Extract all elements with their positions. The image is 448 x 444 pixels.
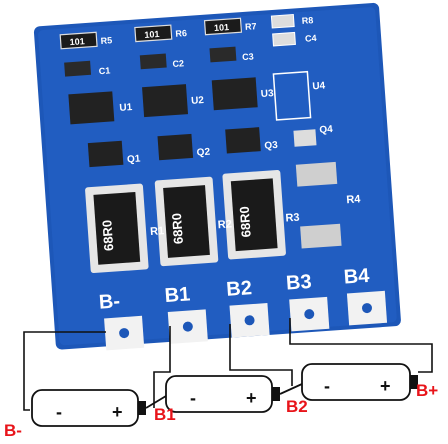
cell-neg-sign: - xyxy=(190,388,196,408)
shunt-resistor-1: 68R0 xyxy=(85,183,149,274)
label-r8: R8 xyxy=(301,15,313,26)
shunt-resistor-4-pads xyxy=(295,161,342,249)
ic-chips xyxy=(68,70,312,125)
label-b-plus: B+ xyxy=(416,381,438,400)
pad-label-b2: B2 xyxy=(226,277,253,301)
label-u4: U4 xyxy=(312,80,326,92)
pad-label-b4: B4 xyxy=(343,265,371,289)
label-c4: C4 xyxy=(305,33,317,44)
battery-cell-1: - + xyxy=(31,389,146,427)
smd-marking: 101 xyxy=(214,22,230,33)
cell-neg-sign: - xyxy=(56,402,62,422)
label-u3: U3 xyxy=(260,88,274,100)
label-q1: Q1 xyxy=(127,154,142,166)
label-r3: R3 xyxy=(285,212,300,225)
pcb-board: 101 101 101 R5 R6 R7 R8 C1 C2 C3 C4 U1 xyxy=(33,2,401,351)
pad-label-b3: B3 xyxy=(285,271,312,295)
shunt-resistor-2: 68R0 xyxy=(154,176,219,267)
shunt-resistor-3: 68R0 xyxy=(222,170,286,260)
label-c1: C1 xyxy=(98,65,110,76)
battery-cell-3: - + xyxy=(301,363,418,401)
label-c3: C3 xyxy=(242,51,254,62)
capacitors xyxy=(64,46,237,77)
solder-pads xyxy=(104,290,388,351)
cell-pos-sign: + xyxy=(246,388,257,408)
cell-interconnects xyxy=(145,383,303,409)
cell-pos-sign: + xyxy=(112,402,123,422)
label-q3: Q3 xyxy=(264,140,279,152)
resistor-marking: 68R0 xyxy=(237,206,254,238)
label-b1: B1 xyxy=(154,405,176,424)
pad-label-b1: B1 xyxy=(164,283,191,307)
label-u1: U1 xyxy=(119,102,133,114)
cell-pos-sign: + xyxy=(380,376,391,396)
label-b2: B2 xyxy=(286,397,308,416)
label-r6: R6 xyxy=(175,28,187,39)
label-r7: R7 xyxy=(245,21,257,32)
smd-marking: 101 xyxy=(144,29,160,40)
label-r5: R5 xyxy=(100,35,112,46)
top-smd-resistors: 101 101 101 xyxy=(59,13,296,50)
transistors xyxy=(87,127,317,168)
label-r4: R4 xyxy=(346,193,362,206)
wiring xyxy=(23,318,433,411)
cell-neg-sign: - xyxy=(324,376,330,396)
label-b-minus: B- xyxy=(4,421,22,440)
resistor-marking: 68R0 xyxy=(99,219,116,251)
label-q4: Q4 xyxy=(319,124,334,136)
label-q2: Q2 xyxy=(196,147,211,159)
label-r1: R1 xyxy=(150,225,165,238)
label-r2: R2 xyxy=(217,218,232,231)
battery-cell-2: - + xyxy=(165,375,280,413)
pad-label-b-minus: B- xyxy=(98,290,121,313)
label-u2: U2 xyxy=(191,95,205,107)
label-c2: C2 xyxy=(172,58,184,69)
resistor-marking: 68R0 xyxy=(169,213,186,245)
smd-marking: 101 xyxy=(69,36,85,47)
